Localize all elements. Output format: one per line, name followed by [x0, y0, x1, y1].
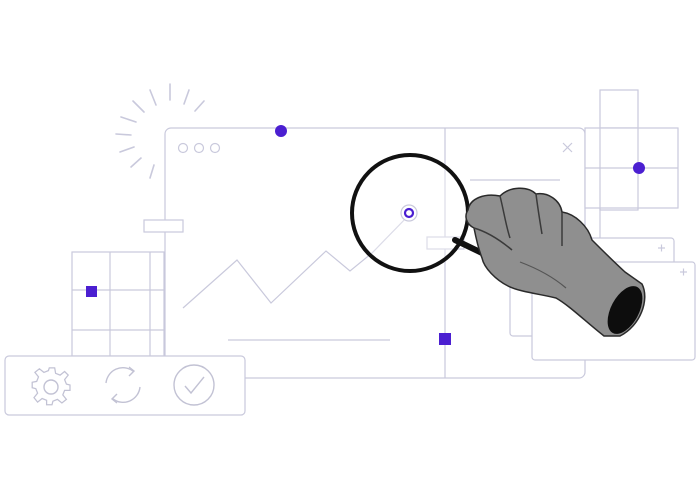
refresh-icon[interactable]: [105, 366, 141, 404]
target-dot: [403, 207, 415, 219]
accent-square: [86, 286, 97, 297]
accent-square: [439, 333, 451, 345]
accent-dot: [275, 125, 287, 137]
close-icon[interactable]: [562, 142, 573, 153]
window-controls: [177, 142, 221, 154]
gear-icon[interactable]: [31, 367, 71, 406]
check-circle-icon[interactable]: [173, 364, 215, 406]
dot-icon: [193, 142, 205, 154]
accent-dot: [633, 162, 645, 174]
left-grid: [71, 251, 165, 357]
dot-icon: [209, 142, 221, 154]
connector-tab: [143, 219, 184, 233]
hand-icon: [465, 187, 646, 337]
toolbar-panel: [4, 355, 246, 416]
dot-icon: [177, 142, 189, 154]
sparkle-rays-icon: [115, 83, 205, 179]
magnifying-glass-icon: [350, 153, 485, 273]
right-grid: [584, 89, 679, 240]
plus-icon[interactable]: [680, 268, 687, 276]
trend-line: [182, 213, 411, 309]
plus-icon[interactable]: [658, 244, 665, 252]
